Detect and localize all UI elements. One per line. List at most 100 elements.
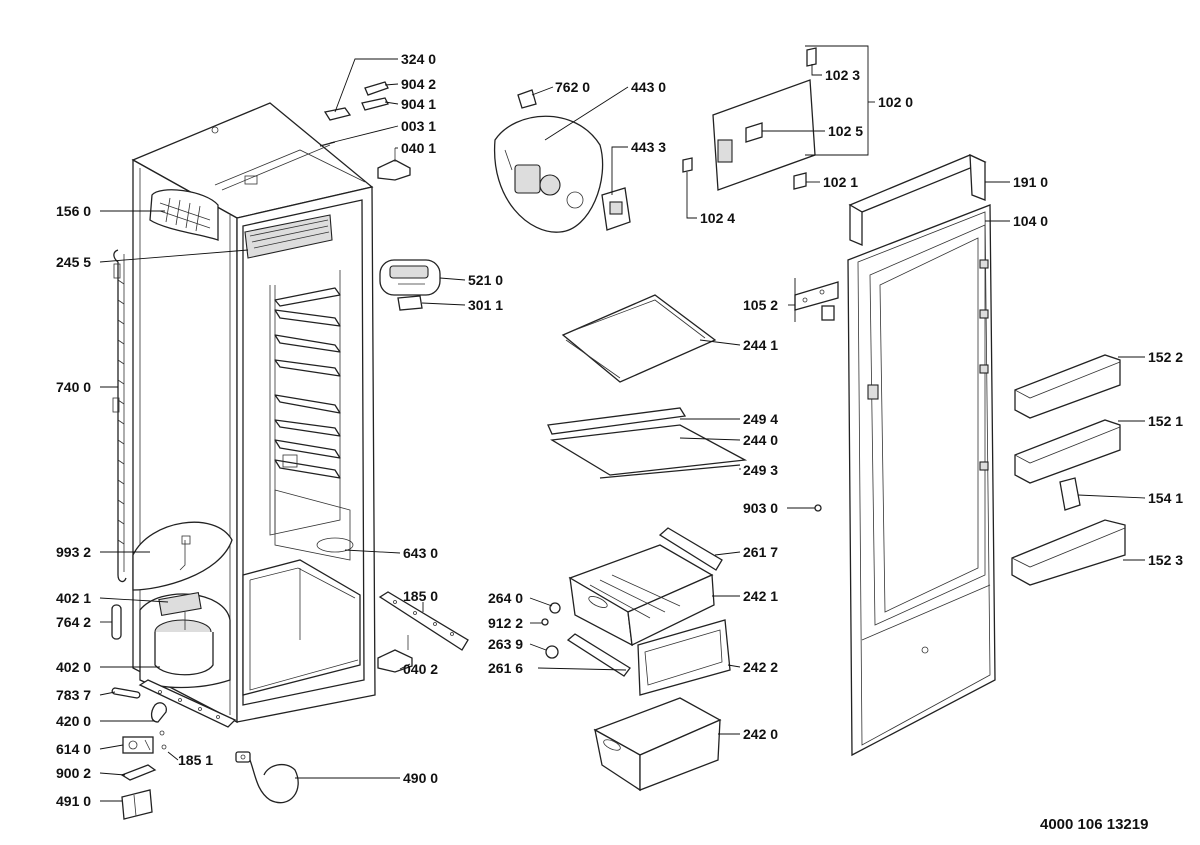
label-491-0: 491 0 [56, 793, 91, 809]
part-762-0 [517, 89, 537, 109]
part-740-0 [112, 249, 127, 583]
label-740-0: 740 0 [56, 379, 91, 395]
label-242-0: 242 0 [743, 726, 778, 742]
part-490-0 [235, 751, 299, 804]
part-152-2 [1014, 354, 1121, 419]
part-152-1 [1014, 419, 1121, 484]
part-185-1 [138, 679, 237, 728]
part-244-0 [550, 424, 748, 476]
label-900-2: 900 2 [56, 765, 91, 781]
part-244-1 [561, 294, 717, 383]
label-443-3: 443 3 [631, 139, 666, 155]
label-264-0: 264 0 [488, 590, 523, 606]
label-040-2: 040 2 [403, 661, 438, 677]
label-102-0: 102 0 [878, 94, 913, 110]
label-003-1: 003 1 [401, 118, 436, 134]
part-521-0 [379, 259, 441, 296]
label-249-4: 249 4 [743, 411, 778, 427]
label-244-0: 244 0 [743, 432, 778, 448]
label-249-3: 249 3 [743, 462, 778, 478]
part-783-7 [111, 687, 141, 699]
label-185-1: 185 1 [178, 752, 213, 768]
part-105-2 [794, 281, 839, 321]
label-614-0: 614 0 [56, 741, 91, 757]
label-152-1: 152 1 [1148, 413, 1183, 429]
part-labels: 324 0 904 2 904 1 003 1 040 1 156 0 245 … [56, 51, 1183, 809]
part-040-2 [377, 635, 413, 673]
part-249-3 [599, 464, 741, 479]
part-104-0-door [847, 204, 996, 757]
label-764-2: 764 2 [56, 614, 91, 630]
label-263-9: 263 9 [488, 636, 523, 652]
label-783-7: 783 7 [56, 687, 91, 703]
part-185-0 [378, 591, 469, 651]
part-185-1-holes [158, 690, 220, 750]
part-420-0 [150, 702, 167, 723]
part-102-0-group [712, 47, 817, 191]
label-102-5: 102 5 [828, 123, 863, 139]
part-324-0 [323, 107, 352, 121]
part-993-2 [132, 521, 233, 591]
part-242-1 [568, 544, 715, 647]
label-904-1: 904 1 [401, 96, 436, 112]
label-904-2: 904 2 [401, 76, 436, 92]
part-191-0 [848, 153, 987, 246]
part-443-3 [601, 187, 631, 231]
label-912-2: 912 2 [488, 615, 523, 631]
label-156-0: 156 0 [56, 203, 91, 219]
part-152-3 [1011, 519, 1126, 586]
label-261-7: 261 7 [743, 544, 778, 560]
part-242-2 [637, 619, 731, 696]
label-420-0: 420 0 [56, 713, 91, 729]
label-191-0: 191 0 [1013, 174, 1048, 190]
part-261-7 [658, 527, 723, 571]
part-764-2 [111, 604, 122, 640]
part-156-0 [149, 189, 219, 241]
label-242-1: 242 1 [743, 588, 778, 604]
label-443-0: 443 0 [631, 79, 666, 95]
part-900-2 [120, 764, 157, 781]
label-152-3: 152 3 [1148, 552, 1183, 568]
part-443-0 [494, 115, 604, 233]
label-102-1: 102 1 [823, 174, 858, 190]
label-490-0: 490 0 [403, 770, 438, 786]
part-912-2 [541, 618, 549, 626]
part-904-1 [361, 97, 389, 111]
leader-lines [99, 45, 1146, 802]
part-904-2 [364, 81, 389, 96]
part-491-0 [121, 789, 153, 820]
label-040-1: 040 1 [401, 140, 436, 156]
label-762-0: 762 0 [555, 79, 590, 95]
label-102-4: 102 4 [700, 210, 735, 226]
label-993-2: 993 2 [56, 544, 91, 560]
part-264-0 [549, 602, 561, 614]
label-903-0: 903 0 [743, 500, 778, 516]
part-263-9 [545, 645, 559, 659]
label-324-0: 324 0 [401, 51, 436, 67]
part-301-1 [397, 295, 423, 311]
label-104-0: 104 0 [1013, 213, 1048, 229]
label-242-2: 242 2 [743, 659, 778, 675]
label-105-2: 105 2 [743, 297, 778, 313]
part-242-0 [593, 697, 722, 792]
document-number: 4000 106 13219 [1040, 816, 1149, 833]
label-643-0: 643 0 [403, 545, 438, 561]
part-261-6 [566, 633, 631, 677]
part-102-4 [682, 157, 693, 173]
label-301-1: 301 1 [468, 297, 503, 313]
label-185-0: 185 0 [403, 588, 438, 604]
label-245-5: 245 5 [56, 254, 91, 270]
label-402-0: 402 0 [56, 659, 91, 675]
label-152-2: 152 2 [1148, 349, 1183, 365]
part-154-1 [1059, 477, 1081, 511]
part-614-0 [122, 736, 154, 754]
label-154-1: 154 1 [1148, 490, 1183, 506]
label-521-0: 521 0 [468, 272, 503, 288]
label-402-1: 402 1 [56, 590, 91, 606]
compressor-assembly [139, 592, 231, 689]
label-244-1: 244 1 [743, 337, 778, 353]
part-040-1 [377, 148, 411, 181]
part-249-4 [547, 407, 687, 435]
label-261-6: 261 6 [488, 660, 523, 676]
